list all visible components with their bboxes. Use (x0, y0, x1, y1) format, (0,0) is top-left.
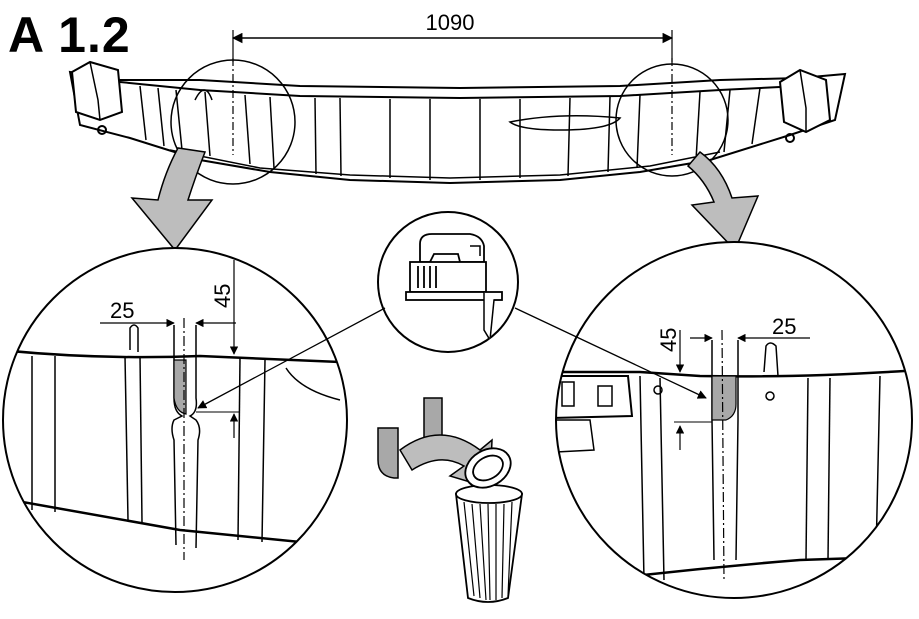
arrow-down-icon (130, 147, 214, 252)
jigsaw-icon (377, 211, 519, 353)
trash-can-icon (454, 447, 524, 603)
left-offset-label: 25 (110, 298, 134, 323)
left-detail-marker (170, 59, 296, 185)
pointer-right (514, 307, 707, 399)
right-depth-label: 45 (656, 328, 681, 352)
right-cut-detail: 25 45 (555, 241, 913, 599)
pointer-left (197, 307, 386, 409)
right-detail-marker (615, 63, 729, 177)
overall-width-dimension: 1090 (231, 10, 674, 62)
right-offset-label: 25 (772, 314, 796, 339)
bumper-overview (68, 58, 847, 185)
left-depth-label: 45 (210, 284, 235, 308)
left-cut-detail: 25 45 (2, 247, 348, 593)
arrow-down-icon (686, 150, 760, 252)
step-label: A 1.2 (8, 7, 131, 63)
overall-width-label: 1090 (426, 10, 475, 35)
